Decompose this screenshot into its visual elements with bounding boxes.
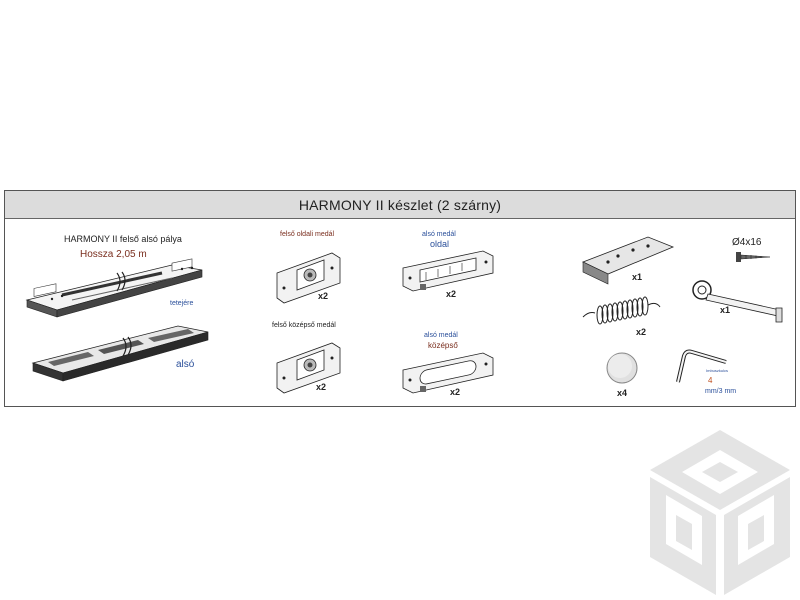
upper-side-medal-label: felső oldali medál [280,231,335,238]
lower-middle-medal-label: alsó medál [424,332,458,339]
upper-side-medal-qty: x2 [318,291,329,301]
kit-title: HARMONY II készlet (2 szárny) [298,196,502,213]
lower-middle-medal-sub: középső [428,341,458,350]
upper-track-drawing [25,258,203,318]
allen-key-unit: mm/3 mm [705,388,737,395]
lower-middle-medal-qty: x2 [450,387,461,397]
allen-key-size: 4 [708,376,713,385]
upper-middle-medal-drawing [276,342,341,394]
disc-drawing [606,352,638,384]
spring-qty: x2 [636,327,647,337]
bracket-qty: x1 [632,272,643,282]
track-bottom-label: alsó [176,359,195,370]
track-top-label: tetejére [170,300,194,307]
lower-side-medal-label: alsó medál [422,231,456,238]
upper-middle-medal-label: felső középső medál [272,322,336,329]
screw-label: Ø4x16 [732,237,762,248]
allen-key-note: Imbuszkulcs [706,368,729,373]
upper-middle-medal-qty: x2 [316,382,327,392]
lower-side-medal-sub: oldal [430,239,450,249]
allen-key-drawing [676,349,727,383]
kit-panel: HARMONY II készlet (2 szárny) [4,190,796,407]
watermark-cube-logo [650,430,790,595]
lower-side-medal-qty: x2 [446,289,457,299]
disc-qty: x4 [617,388,628,398]
upper-side-medal-drawing [276,252,341,304]
track-length: Hossza 2,05 m [80,249,147,260]
wrench-qty: x1 [720,305,731,315]
screw-icon [736,252,771,262]
lower-track-drawing [31,325,209,382]
bracket-drawing [581,236,675,285]
track-title: HARMONY II felső alsó pálya [64,234,182,244]
lower-side-medal-drawing [402,250,494,292]
wrench-drawing [692,280,783,323]
kit-header: HARMONY II készlet (2 szárny) [5,191,795,219]
lower-middle-medal-drawing [402,352,494,394]
spring-drawing [582,296,661,325]
